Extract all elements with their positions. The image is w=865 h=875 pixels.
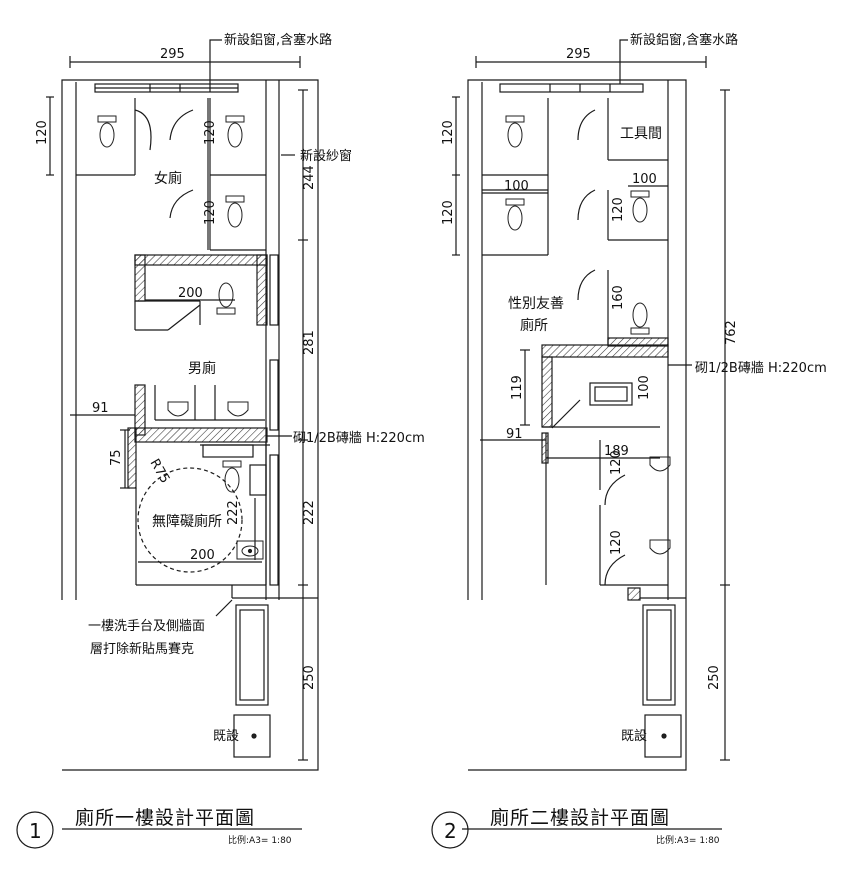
plan-number: 1 [29, 819, 42, 843]
dim-right-stall: 120 [611, 197, 626, 222]
room-women: 女廁 [154, 170, 182, 187]
dim-top-width: 295 [566, 47, 591, 62]
dim-radius: R75 [147, 457, 173, 487]
plan-scale: 比例:A3= 1:80 [656, 834, 720, 846]
outer-wall [467, 79, 687, 771]
note-wall: 砌1/2B磚牆 H:220cm [695, 361, 827, 376]
dim-right-upper: 244 [302, 165, 317, 190]
room-men: 男廁 [188, 360, 216, 377]
plan-title: 廁所二樓設計平面圖 [490, 806, 670, 829]
dim-stall-left: 120 [203, 120, 218, 145]
plan-2-labels: 295 新設鋁窗,含塞水路 120 120 100 工具間 100 120 16… [441, 32, 827, 846]
note-window: 新設鋁窗,含塞水路 [630, 32, 738, 48]
dim-right-low: 222 [302, 500, 317, 525]
note-window: 新設鋁窗,含塞水路 [224, 32, 332, 48]
dim-corridor: 189 [604, 444, 629, 459]
window [499, 83, 644, 93]
dim-left-offset: 91 [92, 401, 109, 416]
hatched-wall [134, 254, 268, 266]
dim-top-width: 295 [160, 47, 185, 62]
note-tile-2: 層打除新貼馬賽克 [90, 641, 194, 657]
dim-urinal-upper: 120 [609, 450, 624, 475]
note-existing: 既設 [213, 728, 239, 744]
dim-access-width: 200 [190, 548, 215, 563]
dim-stall-upper: 120 [441, 120, 456, 145]
dim-right-mid: 281 [302, 330, 317, 355]
dim-urinal-lower: 120 [609, 530, 624, 555]
dim-right-bottom: 250 [707, 665, 722, 690]
dim-access-top: 75 [109, 449, 124, 466]
dim-toilet-width: 200 [178, 286, 203, 301]
note-tile-1: 一樓洗手台及側牆面 [88, 619, 205, 634]
outer-wall [61, 79, 319, 771]
room-gender-2: 廁所 [520, 317, 548, 334]
dim-right-overall: 762 [724, 320, 739, 345]
room-tool: 工具間 [620, 126, 662, 142]
window [94, 83, 239, 93]
dim-stall-lower: 120 [441, 200, 456, 225]
note-wall: 砌1/2B磚牆 H:220cm [293, 431, 425, 446]
dim-bath-depth: 100 [637, 375, 652, 400]
plan-1-labels: 295 新設鋁窗,含塞水路 120 120 120 新設紗窗 244 女廁 20… [29, 32, 425, 846]
note-existing: 既設 [621, 728, 647, 744]
dim-access-inner: 222 [226, 500, 241, 525]
dim-stall-mid: 120 [203, 200, 218, 225]
plan-scale: 比例:A3= 1:80 [228, 834, 292, 846]
plan-title: 廁所一樓設計平面圖 [75, 806, 255, 829]
dim-left-offset: 91 [506, 427, 523, 442]
dim-gender-stall: 160 [611, 285, 626, 310]
room-gender-1: 性別友善 [508, 296, 564, 312]
dim-wall-len: 119 [510, 375, 525, 400]
hatched-wall [541, 344, 669, 358]
dim-stall-upper: 120 [35, 120, 50, 145]
note-screen: 新設紗窗 [300, 148, 352, 164]
dim-right-stall-width: 100 [632, 172, 657, 187]
plan-1 [16, 39, 319, 849]
dim-right-bottom: 250 [302, 665, 317, 690]
room-accessible: 無障礙廁所 [152, 513, 222, 530]
dim-stall-width: 100 [504, 179, 529, 194]
plan-number: 2 [444, 819, 457, 843]
plan-2 [431, 39, 730, 849]
